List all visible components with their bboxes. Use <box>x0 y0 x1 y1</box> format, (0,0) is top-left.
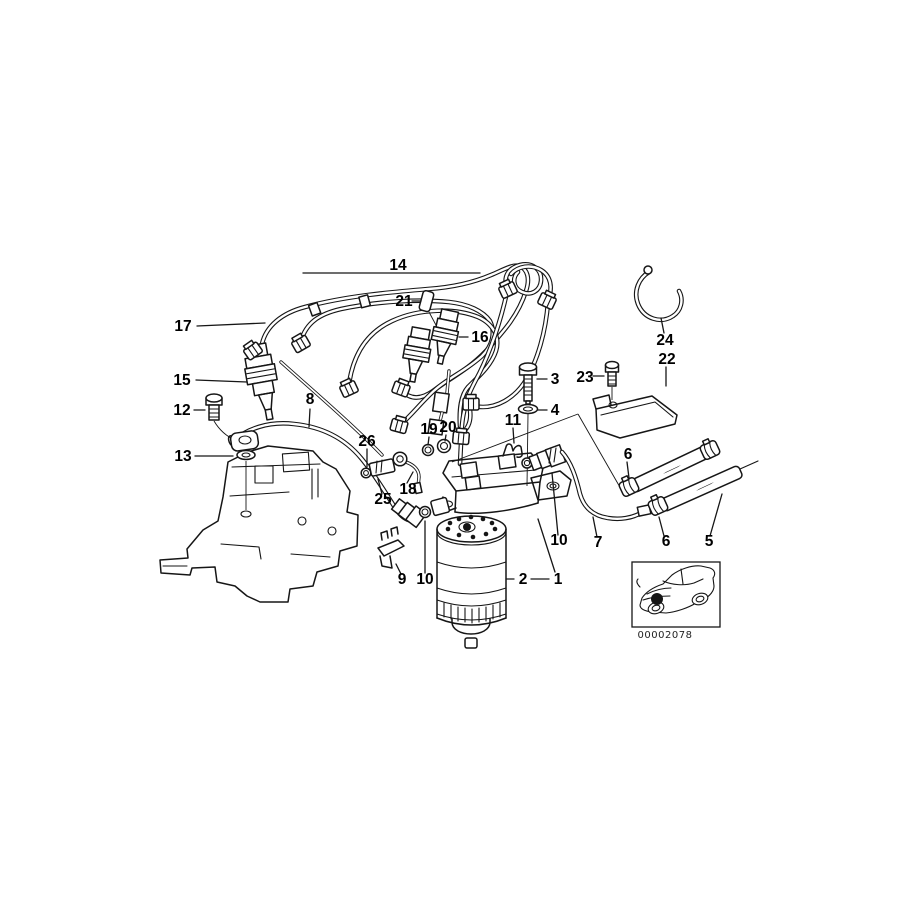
fuel-filter-cartridge <box>436 514 507 649</box>
car-location-inset: 00002078 <box>631 561 721 641</box>
callout-8[interactable]: 8 <box>306 391 315 408</box>
injector-middle <box>402 326 432 383</box>
callout-13[interactable]: 13 <box>174 448 192 465</box>
injector-16 <box>430 308 460 365</box>
o-ring-26 <box>360 467 372 479</box>
callout-15[interactable]: 15 <box>173 372 191 389</box>
callout-4[interactable]: 4 <box>551 402 560 419</box>
callout-21[interactable]: 21 <box>395 293 413 310</box>
banjo-fitting <box>229 430 260 452</box>
bolt-mount-line <box>526 413 529 487</box>
callout-16[interactable]: 16 <box>471 329 489 346</box>
banjo-bolt-12 <box>205 393 236 441</box>
callout-7[interactable]: 7 <box>594 534 603 551</box>
guide-line <box>577 413 622 490</box>
callout-18[interactable]: 18 <box>399 481 417 498</box>
callout-labels: 14 17 21 16 15 12 8 13 26 19 20 11 25 18… <box>173 257 713 588</box>
injection-pump <box>159 445 359 603</box>
washer-4 <box>517 403 539 415</box>
ring-19 <box>421 443 435 457</box>
callout-10b[interactable]: 10 <box>550 532 567 549</box>
callout-24[interactable]: 24 <box>656 332 674 349</box>
diagram-code: 00002078 <box>638 630 693 641</box>
location-dot <box>651 593 663 605</box>
callout-10a[interactable]: 10 <box>416 571 433 588</box>
callout-1[interactable]: 1 <box>554 571 563 588</box>
sleeve-21 <box>418 289 438 328</box>
callout-23[interactable]: 23 <box>576 369 594 386</box>
callout-17[interactable]: 17 <box>174 318 191 335</box>
guide-line <box>451 413 579 463</box>
o-ring-10 <box>418 505 432 519</box>
hook-clamp-24 <box>633 265 684 322</box>
callout-25[interactable]: 25 <box>374 491 392 508</box>
callout-5[interactable]: 5 <box>705 533 714 550</box>
clip-11 <box>502 443 523 458</box>
leak-off-drain <box>427 369 451 436</box>
callout-2[interactable]: 2 <box>519 571 528 588</box>
pipe-clip <box>358 294 372 309</box>
callout-9[interactable]: 9 <box>398 571 407 588</box>
bracket-22 <box>592 394 678 439</box>
callout-6a[interactable]: 6 <box>624 446 633 463</box>
bolt-23 <box>604 360 620 400</box>
callout-14[interactable]: 14 <box>389 257 407 274</box>
car-silhouette <box>636 565 716 615</box>
bolt-3 <box>518 362 538 405</box>
banjo-pipe-18 <box>392 451 423 495</box>
pipe-clip <box>307 301 322 317</box>
fuel-pipe-7 <box>559 449 661 522</box>
callout-20[interactable]: 20 <box>439 419 456 436</box>
callout-3[interactable]: 3 <box>551 371 560 388</box>
bracket-9 <box>377 526 405 569</box>
callout-12[interactable]: 12 <box>173 402 190 419</box>
nut-20 <box>436 438 452 454</box>
sealing-washer-13 <box>236 449 256 510</box>
callout-11[interactable]: 11 <box>505 412 522 429</box>
callout-19[interactable]: 19 <box>420 421 438 438</box>
callout-22[interactable]: 22 <box>658 351 675 368</box>
callout-26[interactable]: 26 <box>358 433 376 450</box>
callout-6b[interactable]: 6 <box>662 533 671 550</box>
leader-lines <box>193 272 723 580</box>
